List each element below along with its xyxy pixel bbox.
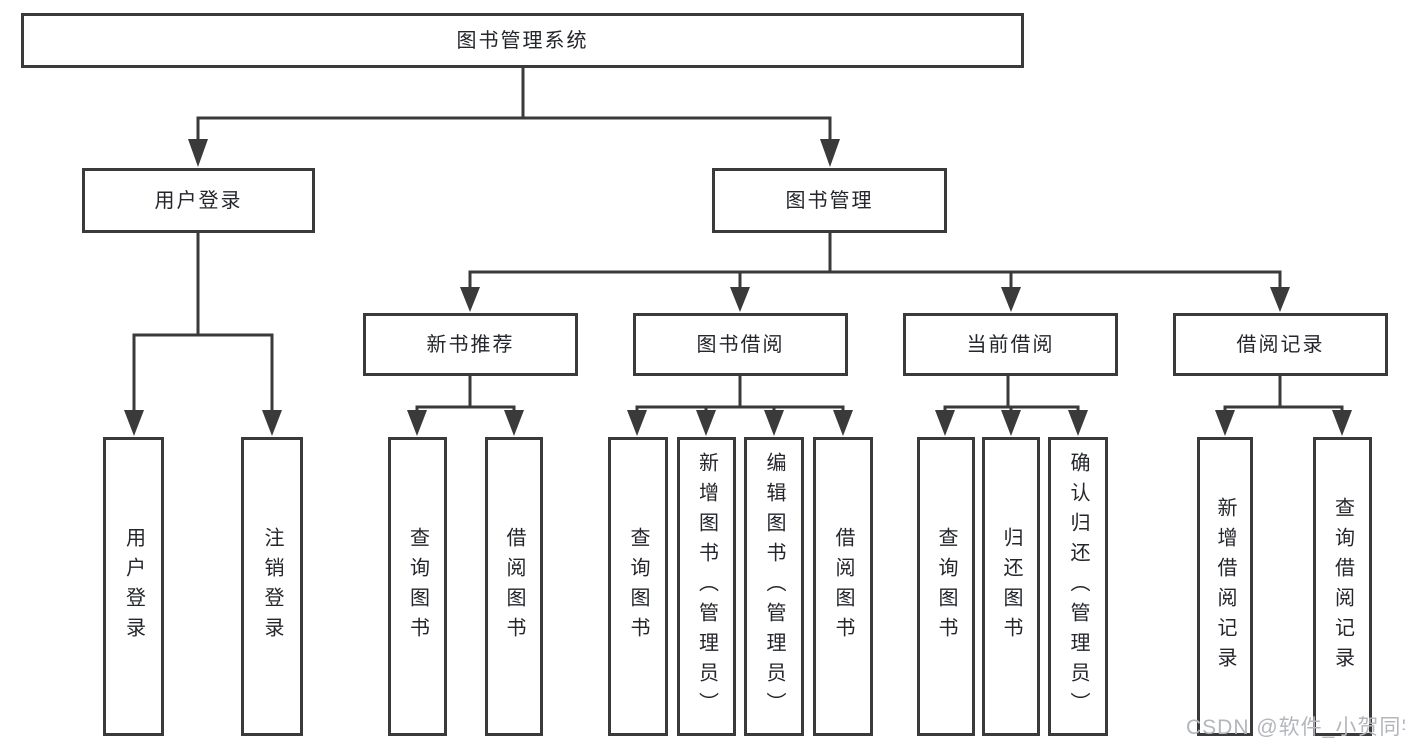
node-edit-books-admin: 编辑图书（管理员） — [744, 437, 804, 736]
node-query-books-borrow: 查询图书 — [608, 437, 668, 736]
watermark: CSDN @软件_小贺同学 — [1186, 716, 1405, 739]
node-user-login: 用户登录 — [82, 168, 315, 233]
node-add-borrow-record: 新增借阅记录 — [1197, 437, 1253, 736]
node-current-borrow: 当前借阅 — [903, 313, 1118, 376]
node-system-root: 图书管理系统 — [21, 13, 1024, 68]
node-return-books: 归还图书 — [982, 437, 1040, 736]
node-book-management: 图书管理 — [712, 168, 947, 233]
node-add-books-admin: 新增图书（管理员） — [677, 437, 736, 736]
node-borrow-books-recommend: 借阅图书 — [485, 437, 543, 736]
node-book-borrow: 图书借阅 — [633, 313, 848, 376]
node-query-books-recommend: 查询图书 — [388, 437, 447, 736]
node-login: 用户登录 — [103, 437, 164, 736]
node-query-borrow-record: 查询借阅记录 — [1313, 437, 1372, 736]
node-logout: 注销登录 — [241, 437, 303, 736]
node-borrow-record: 借阅记录 — [1173, 313, 1388, 376]
node-new-book-recommend: 新书推荐 — [363, 313, 578, 376]
node-confirm-return-admin: 确认归还（管理员） — [1048, 437, 1108, 736]
node-borrow-books: 借阅图书 — [813, 437, 873, 736]
node-query-books-current: 查询图书 — [917, 437, 975, 736]
